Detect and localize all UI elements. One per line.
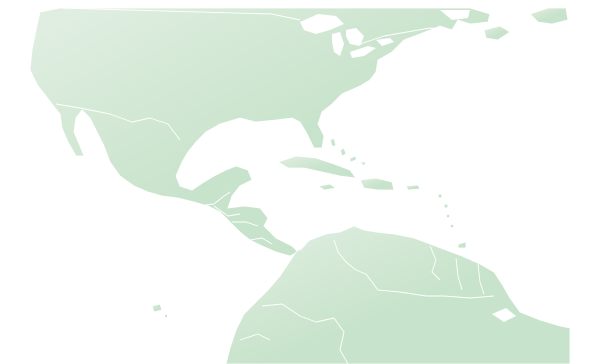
landmass-newfoundland[interactable] — [529, 7, 569, 25]
lake-superior — [300, 14, 344, 34]
amazon-estuary — [492, 308, 516, 322]
landmass-south-america[interactable] — [225, 225, 571, 364]
landmass-trinidad[interactable] — [457, 241, 467, 249]
landmass-galapagos[interactable] — [151, 303, 168, 318]
lake-michigan — [332, 32, 344, 56]
landmass-cuba[interactable] — [277, 155, 357, 179]
country-borders — [55, 7, 495, 364]
landmass-north-america[interactable] — [29, 7, 491, 257]
lake-erie — [350, 46, 376, 58]
landmass-nova-scotia[interactable] — [483, 25, 511, 41]
landmass-lesser-antilles[interactable] — [437, 193, 455, 229]
landmass-jamaica[interactable] — [316, 183, 338, 191]
landmass-hispaniola[interactable] — [359, 177, 395, 191]
lake-huron — [346, 28, 364, 46]
landmass-puerto-rico[interactable] — [405, 184, 421, 191]
hudson-strait-water — [440, 10, 470, 20]
landmass-bahamas[interactable] — [329, 137, 367, 167]
lake-ontario — [376, 38, 394, 46]
